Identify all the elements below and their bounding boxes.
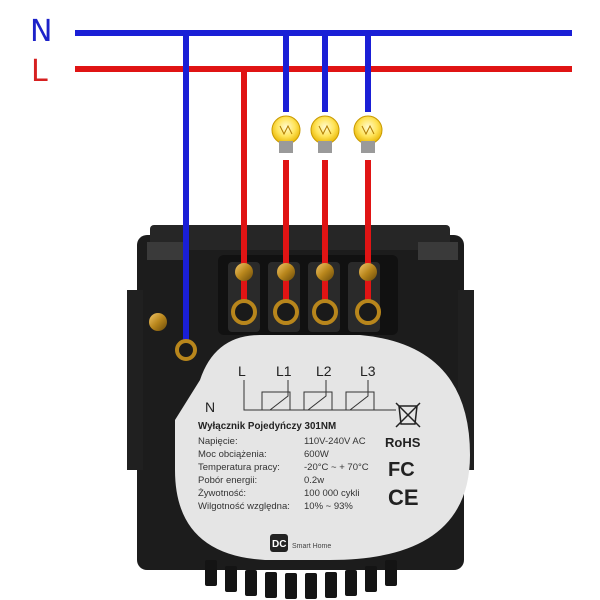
brand-logo: DC xyxy=(270,534,288,552)
light-bulb-icon xyxy=(353,115,383,153)
terminal-screws xyxy=(149,263,381,361)
weee-bin-icon xyxy=(395,402,421,428)
spec-table: Napięcie: 110V-240V AC Moc obciążenia: 6… xyxy=(198,436,369,512)
spec-value: 100 000 cykli xyxy=(304,488,359,499)
label-plate xyxy=(175,335,470,560)
light-bulb-icon xyxy=(271,115,301,153)
spec-key: Żywotność: xyxy=(198,488,246,499)
spec-key: Wilgotność względna: xyxy=(198,501,290,512)
terminal-label-l3: L3 xyxy=(360,363,376,379)
terminal-label-l: L xyxy=(238,363,246,379)
terminal-label-l1: L1 xyxy=(276,363,292,379)
spec-value: 600W xyxy=(304,449,329,460)
brand-logo-text: DC xyxy=(272,539,286,550)
product-title: Wyłącznik Pojedyńczy 301NM xyxy=(198,421,336,432)
terminal-label-l2: L2 xyxy=(316,363,332,379)
spec-value: 110V-240V AC xyxy=(304,436,366,447)
terminal-label-n: N xyxy=(205,399,215,415)
internal-schematic xyxy=(243,380,396,411)
spec-key: Napięcie: xyxy=(198,436,238,447)
brand-name: Smart Home xyxy=(292,543,331,550)
ce-mark-icon: CE xyxy=(388,485,419,510)
spec-value: 10% ~ 93% xyxy=(304,501,353,512)
light-bulb-icon xyxy=(310,115,340,153)
fc-mark-icon: FC xyxy=(388,459,415,481)
spec-key: Temperatura pracy: xyxy=(198,462,280,473)
spec-value: 0.2w xyxy=(304,475,324,486)
spec-key: Pobór energii: xyxy=(198,475,257,486)
rohs-mark: RoHS xyxy=(385,435,421,450)
spec-value: -20°C ~ + 70°C xyxy=(304,462,369,473)
neutral-rail-label: N xyxy=(30,14,53,49)
live-rail-label: L xyxy=(31,54,48,89)
spec-key: Moc obciążenia: xyxy=(198,449,267,460)
